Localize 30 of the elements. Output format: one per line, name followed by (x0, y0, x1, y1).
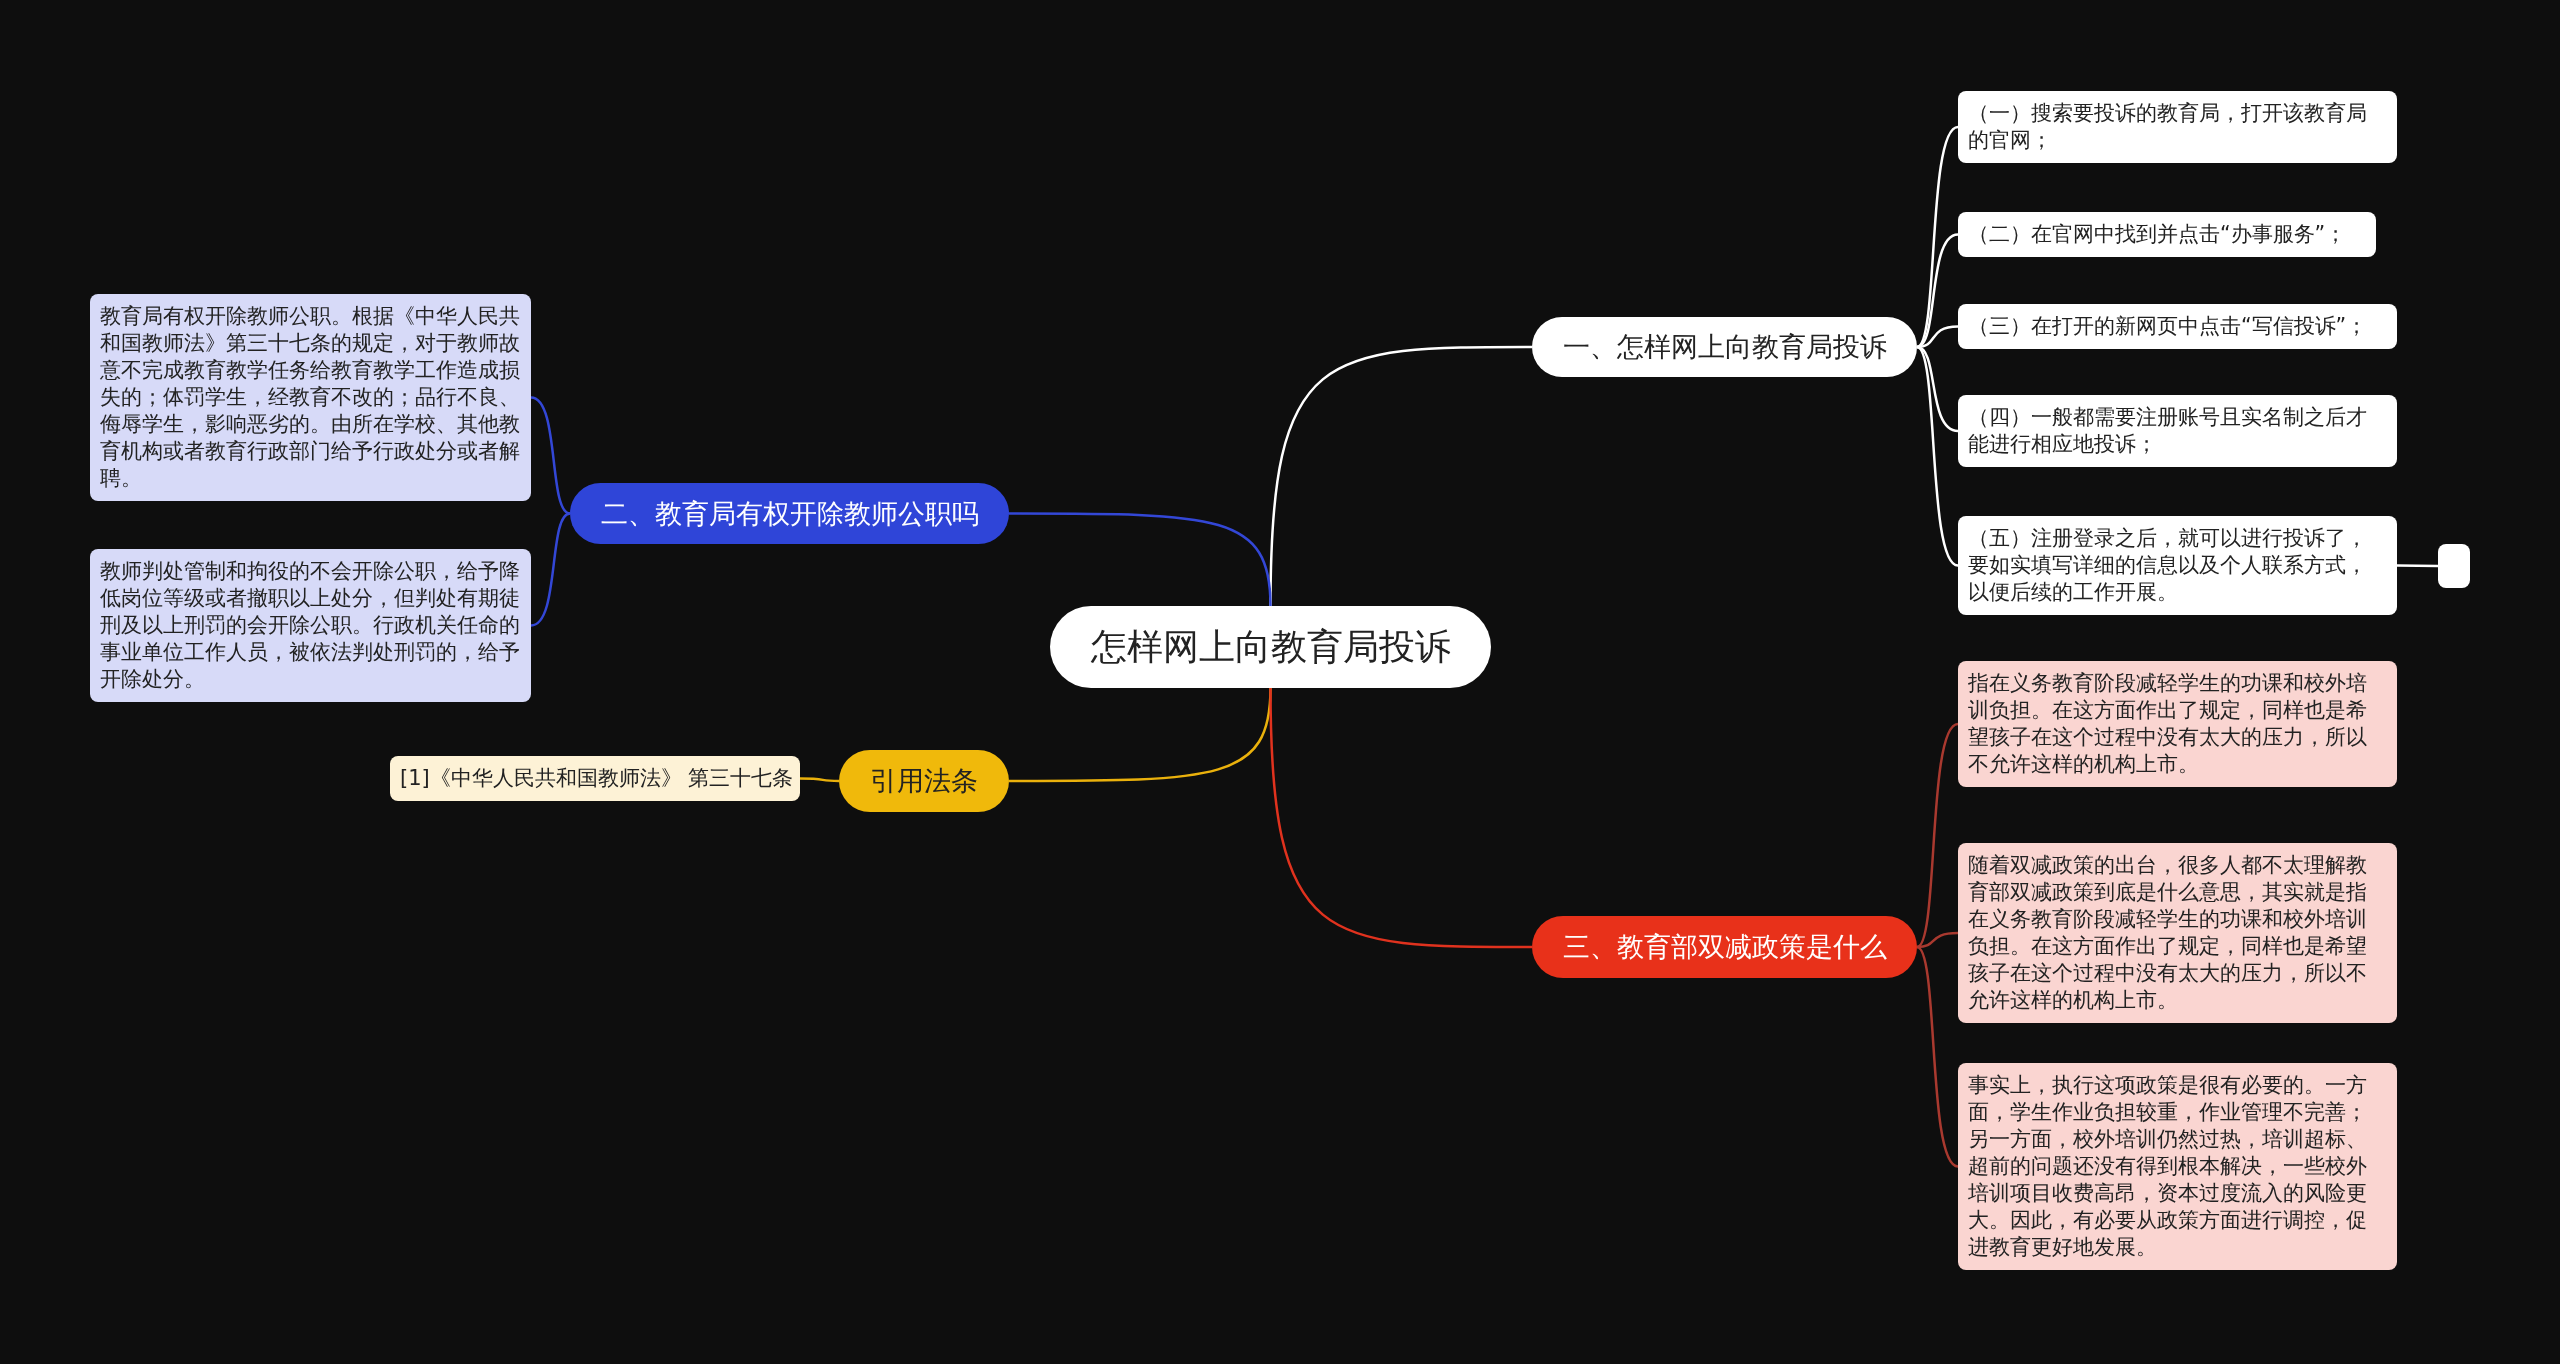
connector-line (1916, 233, 1959, 349)
note-box: 随着双减政策的出台，很多人都不太理解教育部双减政策到底是什么意思，其实就是指在义务教育阶段减轻学生的功课和校外培训负担。在这方面作出了规定，同样也是希望孩子在这个过程中没有太大的压力，所以不允许这样的机构上市。 (1958, 843, 2397, 1023)
note-box: （四）一般都需要注册账号且实名制之后才能进行相应地投诉； (1958, 395, 2397, 467)
connector-line (1916, 345, 1959, 433)
connector-line (2397, 564, 2438, 568)
connector-line (800, 777, 839, 783)
note-box: 教师判处管制和拘役的不会开除公职，给予降低岗位等级或者撤职以上处分，但判处有期徒刑及以上刑罚的会开除公职。行政机关任命的事业单位工作人员，被依法判处刑罚的，给予开除处分。 (90, 549, 531, 702)
connector-line (1916, 125, 1959, 348)
connector-line (1916, 722, 1959, 948)
central-topic: 怎样网上向教育局投诉 (1050, 606, 1491, 688)
empty-box (2438, 544, 2470, 588)
note-box: （二）在官网中找到并点击“办事服务”； (1958, 212, 2376, 257)
connector-line (1009, 512, 1272, 607)
topic-pill: 一、怎样网上向教育局投诉 (1532, 317, 1917, 377)
connector-line (530, 512, 571, 627)
note-box: 教育局有权开除教师公职。根据《中华人民共和国教师法》第三十七条的规定，对于教师故意不完成教育教学任务给教育教学工作造成损失的；体罚学生，经教育不改的；品行不良、侮辱学生，影响恶劣的。由所在学校、其他教育机构或者教育行政部门给予行政处分或者解聘。 (90, 294, 531, 501)
topic-pill: 二、教育局有权开除教师公职吗 (570, 483, 1009, 544)
connector-line (1916, 346, 1959, 567)
note-box: [1]《中华人民共和国教师法》 第三十七条 (390, 756, 800, 801)
note-box: 指在义务教育阶段减轻学生的功课和校外培训负担。在这方面作出了规定，同样也是希望孩子在这个过程中没有太大的压力，所以不允许这样的机构上市。 (1958, 661, 2397, 787)
note-box: （一）搜索要投诉的教育局，打开该教育局的官网； (1958, 91, 2397, 163)
note-box: 事实上，执行这项政策是很有必要的。一方面，学生作业负担较重，作业管理不完善；另一方面，校外培训仍然过热，培训超标、超前的问题还没有得到根本解决，一些校外培训项目收费高昂，资本过度流入的风险更大。因此，有必要从政策方面进行调控，促进教育更好地发展。 (1958, 1063, 2397, 1270)
connector-line (1269, 687, 1532, 949)
topic-pill: 三、教育部双减政策是什么 (1532, 916, 1917, 978)
note-box: （三）在打开的新网页中点击“写信投诉”； (1958, 304, 2397, 349)
note-box: （五）注册登录之后，就可以进行投诉了，要如实填写详细的信息以及个人联系方式，以便后续的工作开展。 (1958, 516, 2397, 615)
connector-line (1916, 931, 1959, 949)
connector-line (530, 396, 571, 515)
topic-pill: 引用法条 (839, 750, 1009, 812)
connector-line (1916, 946, 1959, 1168)
